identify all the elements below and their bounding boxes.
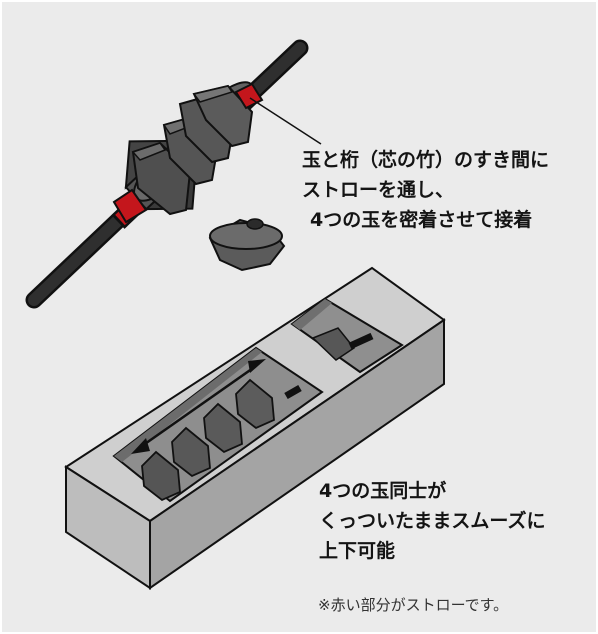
straw-callout: 玉と桁（芯の竹）のすき間に ストローを通し、 4つの玉を密着させて接着 (302, 145, 549, 235)
rod-assembly (25, 39, 322, 309)
tray-beads (141, 378, 275, 502)
abacus-frame-tray (64, 266, 446, 590)
tray-bead-3 (203, 402, 243, 454)
bead-hole (246, 218, 264, 230)
tray-bead-1 (141, 450, 181, 502)
straw-callout-line-2: ストローを通し、 (302, 179, 455, 201)
movement-arrow (131, 359, 266, 454)
callout-leader-line (249, 97, 322, 145)
straw-callout-line-1: 玉と桁（芯の竹）のすき間に (302, 149, 550, 171)
movement-callout-line-1: 4つの玉同士が (319, 480, 447, 502)
movement-callout-line-3: 上下可能 (319, 540, 396, 562)
tray-bead-4 (235, 378, 275, 430)
movement-callout-line-2: くっついたままスムーズに (319, 510, 546, 532)
loose-bead (208, 218, 286, 272)
straw-callout-line-3: 4つの玉を密着させて接着 (310, 209, 533, 231)
footnote: ※赤い部分がストローです。 (318, 596, 509, 614)
tray-bead-2 (171, 426, 211, 478)
movement-callout: 4つの玉同士が くっついたままスムーズに 上下可能 (319, 476, 545, 566)
